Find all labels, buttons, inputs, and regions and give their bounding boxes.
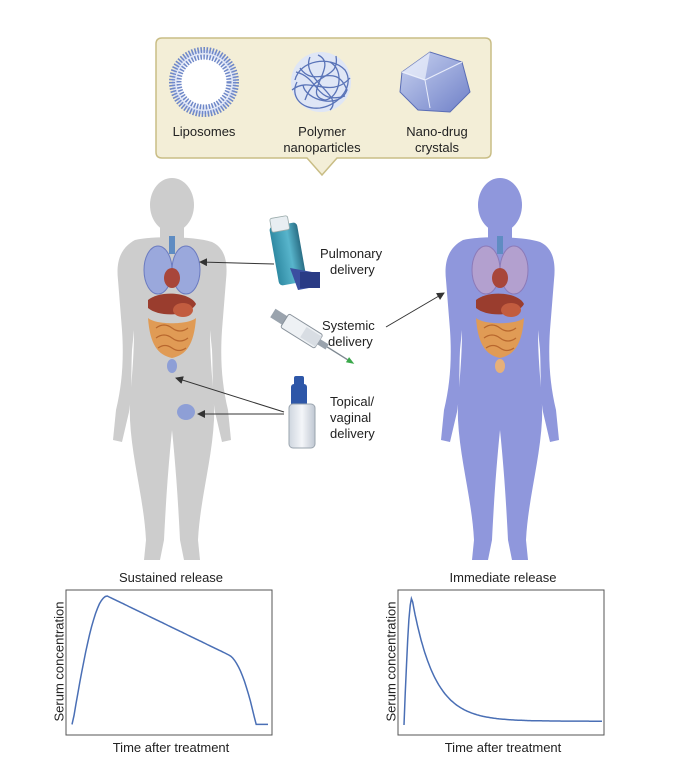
inhaler-icon: [269, 215, 320, 290]
grey-human-figure: [113, 178, 231, 560]
liposomes-label: Liposomes: [164, 124, 244, 140]
nano-drug-crystals-label: Nano-drug crystals: [392, 124, 482, 156]
right-ylabel: Serum concentration: [383, 601, 399, 722]
polymer-label-line1: Polymer: [298, 124, 346, 139]
skin-patch-icon: [177, 404, 195, 420]
pulmonary-line1: Pulmonary: [320, 246, 383, 261]
stomach-icon: [173, 303, 193, 317]
sustained-release-curve: [71, 595, 268, 726]
topical-line2: vaginal: [330, 410, 372, 425]
crystals-label-line1: Nano-drug: [406, 124, 468, 139]
blue-figure-organs: [471, 236, 529, 373]
liposomes-label-line1: Liposomes: [172, 124, 236, 139]
topical-arrow-1: [175, 376, 285, 413]
systemic-line2: delivery: [328, 334, 373, 349]
uterus-icon: [167, 359, 177, 373]
right-xlabel: Time after treatment: [444, 740, 562, 755]
left-xlabel: Time after treatment: [112, 740, 230, 755]
polymer-nanoparticles-label: Polymer nanoparticles: [276, 124, 368, 156]
systemic-arrow: [385, 292, 445, 328]
blue-human-figure: [441, 178, 559, 560]
topical-line3: delivery: [330, 426, 375, 441]
systemic-delivery-label: Systemic delivery: [322, 318, 412, 350]
sustained-release-title: Sustained release: [118, 570, 224, 585]
pulmonary-delivery-label: Pulmonary delivery: [320, 246, 410, 278]
topical-vaginal-delivery-label: Topical/ vaginal delivery: [330, 394, 420, 442]
trachea-icon: [169, 236, 175, 254]
nasal-bottle-icon: [288, 376, 316, 449]
heart-icon: [164, 268, 180, 288]
crystals-label-line2: crystals: [414, 140, 460, 155]
pulmonary-arrow: [199, 258, 275, 267]
immediate-release-curve: [403, 595, 602, 726]
polymer-nanoparticle-icon: [291, 52, 351, 112]
pulmonary-line2: delivery: [330, 262, 375, 277]
chart-frame-left: [65, 589, 273, 736]
immediate-release-title: Immediate release: [449, 570, 557, 585]
nano-crystal-icon: [399, 51, 471, 113]
liposome-icon: [169, 47, 239, 117]
sustained-release-chart: [65, 589, 273, 736]
syringe-icon: [270, 308, 355, 364]
grey-figure-organs: [143, 236, 201, 420]
left-ylabel: Serum concentration: [51, 601, 67, 722]
topical-line1: Topical/: [330, 394, 375, 409]
polymer-label-line2: nanoparticles: [283, 140, 361, 155]
immediate-release-chart: [397, 589, 605, 736]
systemic-line1: Systemic: [322, 318, 375, 333]
delivery-arrows: [175, 258, 445, 418]
chart-frame-right: [397, 589, 605, 736]
